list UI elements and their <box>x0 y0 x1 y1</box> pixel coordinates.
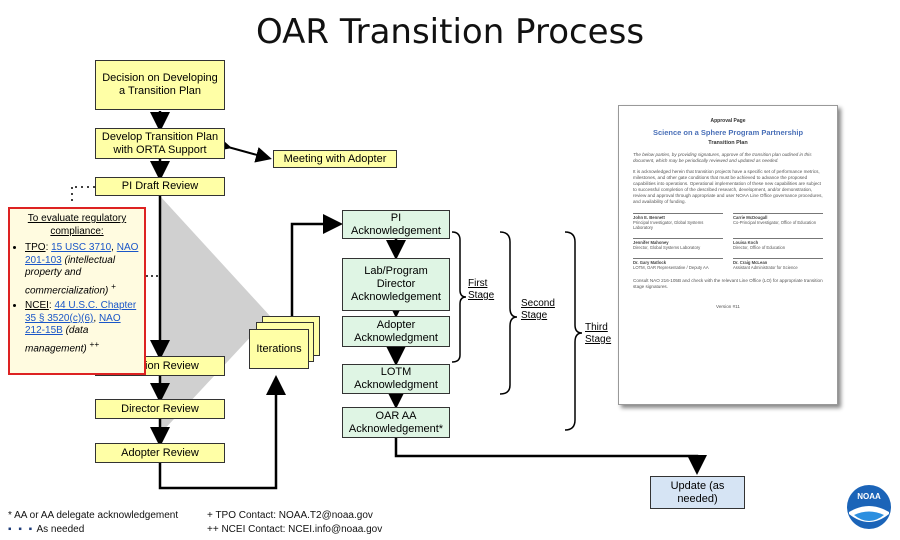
ncei-mark: ++ <box>89 338 100 349</box>
compliance-header: To evaluate regulatory compliance: <box>27 213 127 237</box>
tpo-link-nao[interactable]: NAO 201-103 <box>25 242 139 266</box>
footer-ncei-contact: ++ NCEI Contact: NCEI.info@noaa.gov <box>207 524 383 535</box>
update-box: Update (as needed) <box>650 476 745 509</box>
tpo-label: TPO <box>25 242 46 253</box>
footer-as-needed: ▪ ▪ ▪ As needed <box>8 523 84 537</box>
adopter-review-box: Adopter Review <box>95 443 225 463</box>
doc-approval-heading: Approval Page <box>710 118 746 124</box>
third-stage-label: Third Stage <box>585 322 612 345</box>
doc-version: Version #11 <box>716 304 740 309</box>
tpo-mark: + <box>111 280 117 291</box>
develop-plan-box: Develop Transition Plan with ORTA Suppor… <box>95 128 225 159</box>
second-stage-label: Second Stage <box>521 298 555 321</box>
doc-title: Science on a Sphere Program Partnership <box>652 128 804 137</box>
ncei-label: NCEI <box>25 300 49 312</box>
doc-para-2: It is acknowledged herein that transitio… <box>633 169 823 204</box>
iterations-box: Iterations <box>249 329 309 369</box>
footer-aa-note: * AA or AA delegate acknowledgement <box>8 510 179 521</box>
director-review-box: Director Review <box>95 399 225 419</box>
meeting-adopter-box: Meeting with Adopter <box>273 150 397 168</box>
adopter-ack-box: Adopter Acknowledgment <box>342 316 450 347</box>
page-title: OAR Transition Process <box>255 12 645 52</box>
pi-draft-review-box: PI Draft Review <box>95 177 225 196</box>
lotm-ack-box: LOTM Acknowledgment <box>342 364 450 394</box>
tpo-link-usc[interactable]: 15 USC 3710 <box>51 242 112 253</box>
lab-ack-box: Lab/Program Director Acknowledgement <box>342 258 450 311</box>
noaa-logo-icon: NOAA <box>847 485 891 529</box>
ncei-link-nao[interactable]: NAO 212-15B <box>25 312 121 337</box>
ncei-link-usc[interactable]: 44 U.S.C. Chapter 35 § 3520(c)(6) <box>25 300 137 324</box>
pi-ack-box: PI Acknowledgement <box>342 210 450 239</box>
oar-ack-box: OAR AA Acknowledgement* <box>342 407 450 438</box>
noaa-logo-text: NOAA <box>857 492 881 501</box>
compliance-box: To evaluate regulatory compliance: TPO: … <box>8 207 146 375</box>
second-stage-brace <box>499 231 518 395</box>
first-stage-brace <box>451 231 467 363</box>
first-stage-label: First Stage <box>468 278 495 301</box>
third-stage-brace <box>564 231 583 431</box>
tpo-desc: (intellectual property and commercializa… <box>25 254 116 296</box>
as-needed-label: As needed <box>36 524 85 535</box>
ncei-desc: (data management) <box>25 325 89 355</box>
doc-subtitle: Transition Plan <box>708 140 748 146</box>
approval-page-document: Approval Page Science on a Sphere Progra… <box>618 105 838 405</box>
footer-tpo-contact: + TPO Contact: NOAA.T2@noaa.gov <box>207 510 373 521</box>
doc-foot-note: Consult NAO 216-105B and check with the … <box>633 278 823 289</box>
dotted-legend-icon: ▪ ▪ ▪ <box>8 524 35 535</box>
doc-para-1: The below parties, by providing signatur… <box>633 152 812 163</box>
decision-box: Decision on Developing a Transition Plan <box>95 60 225 110</box>
